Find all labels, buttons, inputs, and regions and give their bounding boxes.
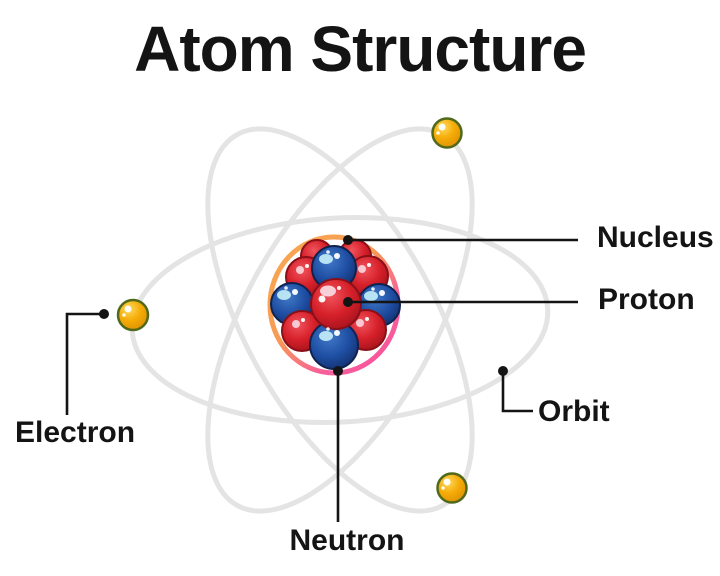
electron-left	[116, 298, 150, 332]
proton-callout-dot	[343, 297, 353, 307]
nucleus-callout-dot	[343, 235, 353, 245]
orbit-connector-line	[501, 371, 533, 413]
orbit-ellipse-diagonal-down	[205, 126, 475, 514]
callout-dots	[99, 235, 508, 376]
sphere-highlights	[277, 250, 385, 341]
callout-connectors	[65, 238, 578, 522]
neutron-label: Neutron	[289, 524, 405, 557]
electron-connector-line	[65, 312, 104, 415]
electrons	[116, 117, 468, 504]
neutron-callout-dot	[333, 366, 343, 376]
orbit-label: Orbit	[538, 395, 610, 428]
proton-sphere-central	[310, 278, 362, 330]
electron-label: Electron	[15, 416, 136, 449]
electron-top-right	[431, 117, 463, 149]
proton-label: Proton	[598, 283, 695, 316]
nucleus-label: Nucleus	[597, 221, 714, 254]
orbit-callout-dot	[498, 366, 508, 376]
electron-callout-dot	[99, 309, 109, 319]
electron-bottom-right	[436, 472, 468, 504]
page-title: Atom Structure	[134, 13, 587, 85]
nucleus-cluster	[270, 239, 401, 370]
